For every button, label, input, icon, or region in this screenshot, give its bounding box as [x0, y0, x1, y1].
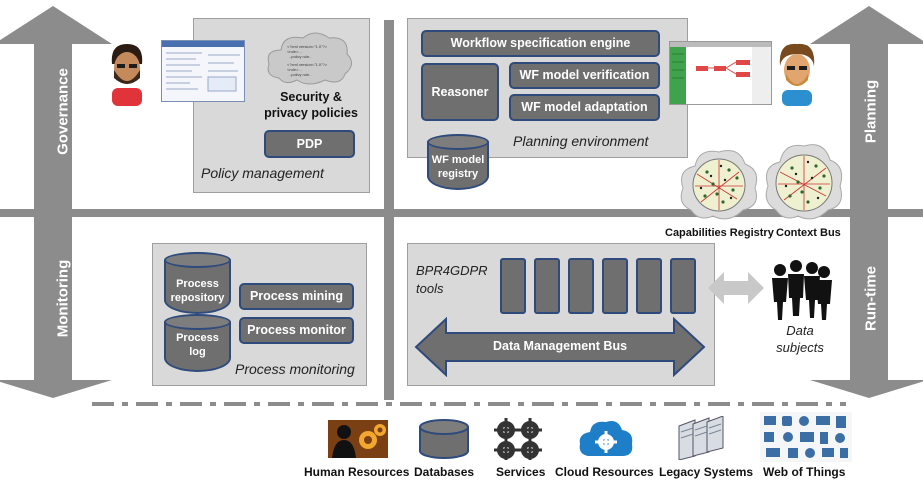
policy-management-title: Policy management — [201, 165, 324, 181]
wf-model-verification-block[interactable]: WF model verification — [509, 62, 660, 89]
workflow-diagram-icon — [670, 42, 771, 104]
bpr4gdpr-tool-5[interactable] — [636, 258, 662, 314]
right-double-arrow — [810, 6, 923, 398]
wf-model-adaptation-block[interactable]: WF model adaptation — [509, 94, 660, 121]
process-mining-block[interactable]: Process mining — [239, 283, 354, 310]
runtime-label: Run-time — [862, 266, 880, 331]
svg-text:<rule>...: <rule>... — [287, 49, 302, 54]
data-management-bus-label: Data Management Bus — [492, 339, 628, 353]
capabilities-registry-label: Capabilities Registry — [665, 227, 774, 239]
resource-label-cloud-resources: Cloud Resources — [555, 465, 654, 479]
capabilities-registry-cloud-icon — [680, 150, 758, 220]
process-monitoring-title: Process monitoring — [235, 361, 355, 377]
svg-text:<rule>...: <rule>... — [287, 67, 302, 72]
resource-label-legacy-systems: Legacy Systems — [659, 465, 754, 479]
data-subjects-connector-arrow — [708, 272, 764, 304]
cylinder-top — [164, 252, 231, 268]
svg-text:<?xml version="1.0"?>: <?xml version="1.0"?> — [287, 62, 328, 67]
server-rack-icon — [678, 416, 724, 460]
cylinder-top — [427, 134, 489, 150]
data-subjects-people-icon — [772, 260, 832, 320]
bpr4gdpr-tool-6[interactable] — [670, 258, 696, 314]
policy-cloud-icon: <?xml version="1.0"?> <rule>... ..policy… — [267, 32, 352, 85]
resource-label-web-of-things: Web of Things — [763, 465, 846, 479]
context-bus-cloud-icon — [765, 144, 843, 220]
left-double-arrow — [0, 6, 112, 398]
bpr4gdpr-tool-3[interactable] — [568, 258, 594, 314]
svg-text:..policy rule..: ..policy rule.. — [289, 54, 311, 59]
security-privacy-policies-label: Security & privacy policies — [264, 90, 358, 121]
bpr4gdpr-tools-label: BPR4GDPR tools — [416, 263, 488, 296]
document-lines-icon — [162, 41, 244, 92]
workflow-editor-thumbnail — [669, 41, 772, 105]
workflow-specification-engine-block[interactable]: Workflow specification engine — [421, 30, 660, 57]
bpr4gdpr-runtime-panel — [407, 243, 715, 386]
cloud-gear-icon — [579, 421, 633, 456]
iot-devices-icon — [760, 412, 852, 462]
governance-label: Governance — [54, 68, 72, 155]
cylinder-body — [164, 322, 231, 372]
bpr4gdpr-tool-2[interactable] — [534, 258, 560, 314]
resource-label-databases: Databases — [414, 465, 475, 479]
data-subjects-label: Data subjects — [776, 323, 824, 355]
human-resources-icon — [328, 420, 388, 458]
cylinder-top — [164, 314, 231, 330]
svg-text:<?xml version="1.0"?>: <?xml version="1.0"?> — [287, 44, 328, 49]
policy-administrator-avatar-icon — [111, 44, 143, 106]
monitoring-label: Monitoring — [54, 259, 72, 338]
process-monitor-block[interactable]: Process monitor — [239, 317, 354, 344]
process-repository-label: Process repository — [170, 278, 225, 304]
gears-icon — [494, 418, 542, 460]
cylinder-body — [427, 142, 489, 190]
context-bus-label: Context Bus — [776, 227, 841, 239]
resource-label-human-resources: Human Resources — [304, 465, 410, 479]
svg-text:..policy rule..: ..policy rule.. — [289, 72, 311, 77]
planning-label: Planning — [862, 79, 880, 144]
process-designer-avatar-icon — [779, 43, 815, 106]
process-log-database[interactable]: Process log — [164, 314, 231, 372]
pdp-block[interactable]: PDP — [264, 130, 355, 158]
database-icon — [419, 419, 469, 459]
policy-editor-thumbnail — [161, 40, 245, 102]
wf-model-registry-database[interactable]: WF model registry — [427, 134, 489, 190]
process-repository-database[interactable]: Process repository — [164, 252, 231, 314]
vertical-divider — [384, 20, 394, 400]
wf-model-registry-label: WF model registry — [431, 154, 485, 180]
cylinder-body — [164, 260, 231, 314]
bpr4gdpr-tool-4[interactable] — [602, 258, 628, 314]
reasoner-block[interactable]: Reasoner — [421, 63, 499, 121]
data-management-bus-arrow — [414, 317, 706, 377]
process-log-label: Process log — [176, 332, 219, 358]
horizontal-divider — [0, 209, 923, 217]
resource-label-services: Services — [496, 465, 546, 479]
planning-environment-title: Planning environment — [513, 133, 649, 149]
bpr4gdpr-tool-1[interactable] — [500, 258, 526, 314]
